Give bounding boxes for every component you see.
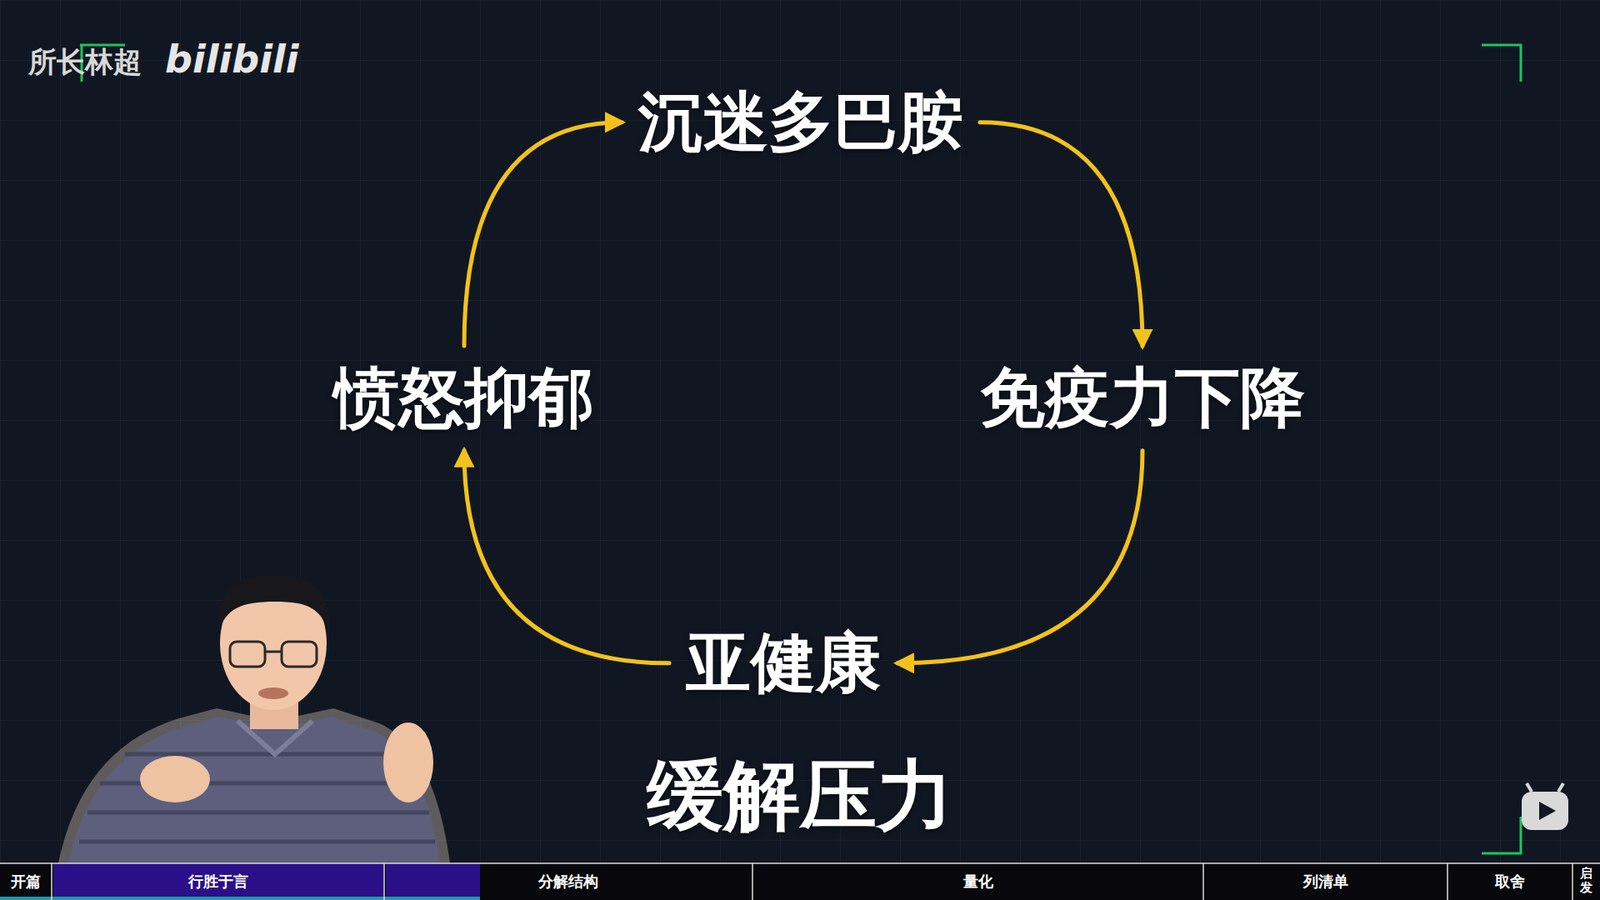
chapter-label: 分解结构 [384, 863, 753, 900]
chapter-label: 启发 [1580, 866, 1593, 895]
corner-bracket [80, 45, 1521, 854]
cycle-stage: 愤怒抑郁 [329, 357, 600, 440]
chapter-label: 取舍 [1447, 863, 1573, 900]
play-icon [1521, 783, 1569, 830]
chapter-label: 列清单 [1203, 863, 1448, 900]
cycle-arrow [980, 122, 1143, 346]
chapter-label: 量化 [752, 863, 1204, 900]
caption-text: 缓解压力 [646, 751, 954, 840]
channel-watermark: 所长林超 [28, 43, 142, 82]
site-watermark: bilibili [165, 36, 299, 82]
cycle-stage: 免疫力下降 [975, 357, 1310, 440]
stage-text: 免疫力下降 [980, 360, 1305, 436]
cycle-arrow [464, 450, 670, 664]
chapter-label: 开篇 [0, 863, 52, 900]
chapter-label: 行胜于言 [51, 863, 385, 900]
chapter-bar [0, 863, 1600, 900]
stage-text: 愤怒抑郁 [334, 360, 595, 436]
cycle-stage: 沉迷多巴胺 [633, 81, 969, 164]
cycle-arrow [897, 450, 1143, 664]
cycle-stage: 亚健康 [680, 622, 886, 705]
presenter-figure [58, 575, 450, 864]
cycle-arrow [464, 122, 622, 346]
stage-text: 沉迷多巴胺 [638, 85, 964, 160]
stage-text: 亚健康 [685, 625, 881, 701]
